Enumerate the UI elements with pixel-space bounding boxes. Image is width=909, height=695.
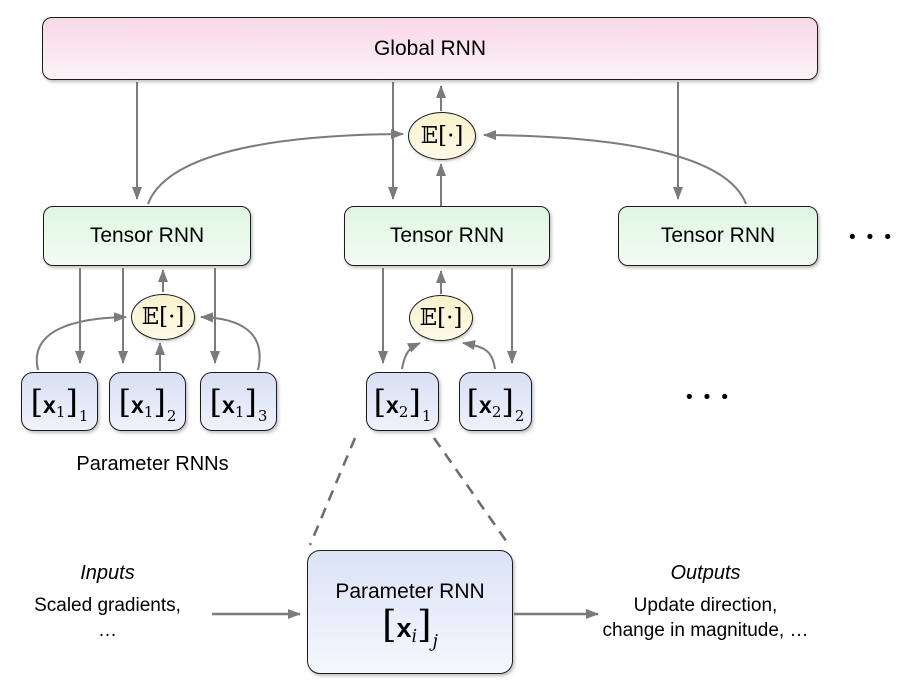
param-rnn-box-x1-3: [x1]3 — [200, 372, 277, 431]
zoom-dashed-line-left — [308, 437, 357, 546]
param-rnn-label: [x1]1 — [30, 382, 89, 425]
param-rnn-label: [x1]2 — [118, 382, 177, 425]
outputs-line-1: Update direction, — [633, 595, 778, 616]
parameter-rnn-zoom-math: [xi]j — [382, 603, 438, 652]
expectation-node-global: 𝔼[·] — [408, 112, 476, 160]
zoom-dashed-line-right — [432, 437, 511, 546]
expectation-label: 𝔼[·] — [420, 122, 464, 149]
arrow-param1-to-expectation1-curve — [35, 312, 127, 371]
tensor-rnn-box-3: Tensor RNN — [618, 206, 818, 266]
param-rnn-label: [x2]2 — [466, 382, 525, 425]
parameter-rnns-caption: Parameter RNNs — [76, 453, 229, 475]
arrow-tensor3-to-expectation-curve — [483, 130, 747, 205]
arrow-param1-to-expectation2-curve — [401, 342, 421, 370]
arrow-param3-to-expectation1-curve — [200, 312, 261, 371]
inputs-text-block: Inputs Scaled gradients, … — [15, 561, 200, 643]
inputs-line-2: … — [98, 620, 117, 641]
tensor-rnn-label: Tensor RNN — [389, 224, 505, 247]
param-rnn-box-x2-2: [x2]2 — [459, 372, 532, 431]
global-rnn-label: Global RNN — [373, 36, 487, 60]
ellipsis-more-tensors: ••• — [849, 227, 902, 248]
param-rnn-box-x1-2: [x1]2 — [109, 372, 186, 431]
inputs-line-1: Scaled gradients, — [34, 595, 181, 616]
outputs-line-2: change in magnitude, … — [602, 620, 809, 641]
tensor-rnn-box-2: Tensor RNN — [344, 206, 550, 266]
expectation-node-tensor1: 𝔼[·] — [131, 294, 195, 340]
outputs-title: Outputs — [670, 562, 741, 584]
param-rnn-box-x2-1: [x2]1 — [366, 372, 439, 431]
arrow-tensor1-to-expectation-curve — [147, 129, 404, 205]
global-rnn-box: Global RNN — [42, 17, 818, 80]
expectation-node-tensor2: 𝔼[·] — [409, 295, 473, 341]
ellipsis-more-param-rnns: ••• — [686, 387, 739, 408]
tensor-rnn-box-1: Tensor RNN — [43, 206, 251, 266]
expectation-label: 𝔼[·] — [419, 304, 463, 331]
expectation-label: 𝔼[·] — [141, 303, 185, 330]
arrow-param2-to-expectation2-curve — [462, 340, 496, 370]
tensor-rnn-label: Tensor RNN — [660, 224, 776, 247]
parameter-rnn-zoom-box: Parameter RNN [xi]j — [307, 550, 513, 674]
param-rnn-label: [x1]3 — [209, 382, 268, 425]
inputs-title: Inputs — [80, 562, 135, 584]
param-rnn-label: [x2]1 — [373, 382, 432, 425]
outputs-text-block: Outputs Update direction, change in magn… — [583, 561, 828, 643]
param-rnn-box-x1-1: [x1]1 — [21, 372, 98, 431]
tensor-rnn-label: Tensor RNN — [89, 224, 205, 247]
parameter-rnn-zoom-title: Parameter RNN — [335, 580, 485, 604]
